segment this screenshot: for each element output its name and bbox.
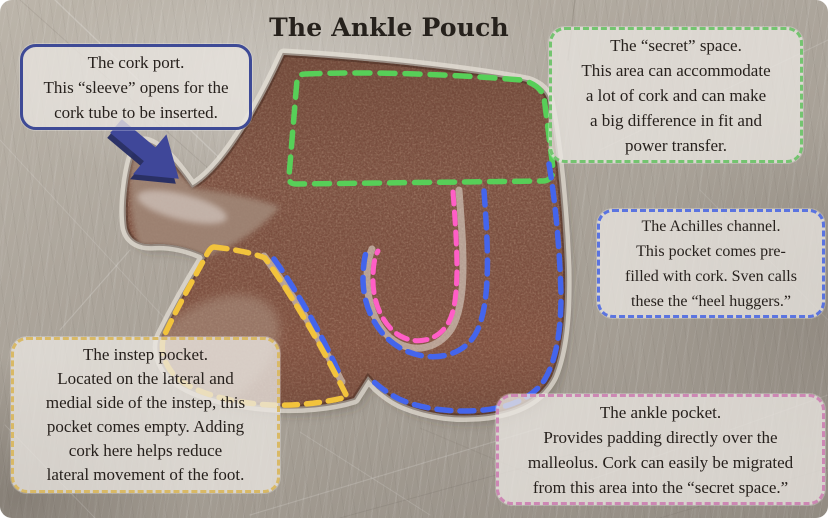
callout-secret-space: The “secret” space. This area can accomm… — [549, 27, 803, 163]
achilles-channel-outline-outer — [371, 161, 564, 414]
callout-ankle-pocket-text: The ankle pocket. Provides padding direc… — [527, 402, 794, 497]
ankle-pocket-outline — [370, 189, 460, 344]
callout-cork-port-text: The cork port. This “sleeve” opens for t… — [43, 52, 229, 122]
cork-port-arrow-icon — [107, 119, 179, 184]
achilles-channel-outline-left — [271, 256, 342, 376]
callout-ankle-pocket: The ankle pocket. Provides padding direc… — [496, 394, 825, 505]
callout-achilles-channel-text: The Achilles channel. This pocket comes … — [625, 217, 797, 310]
callout-cork-port: The cork port. This “sleeve” opens for t… — [20, 44, 252, 130]
callout-instep-pocket-text: The instep pocket. Located on the latera… — [45, 345, 246, 484]
callout-instep-pocket: The instep pocket. Located on the latera… — [11, 337, 280, 493]
callout-achilles-channel: The Achilles channel. This pocket comes … — [597, 209, 825, 318]
page-title: The Ankle Pouch — [269, 13, 509, 42]
callout-secret-space-text: The “secret” space. This area can accomm… — [581, 35, 771, 155]
sleeve-sheen — [137, 190, 227, 224]
secret-space-outline — [286, 70, 556, 187]
achilles-channel-outline-inner — [360, 188, 491, 360]
heel-hugger-seam — [363, 186, 467, 352]
